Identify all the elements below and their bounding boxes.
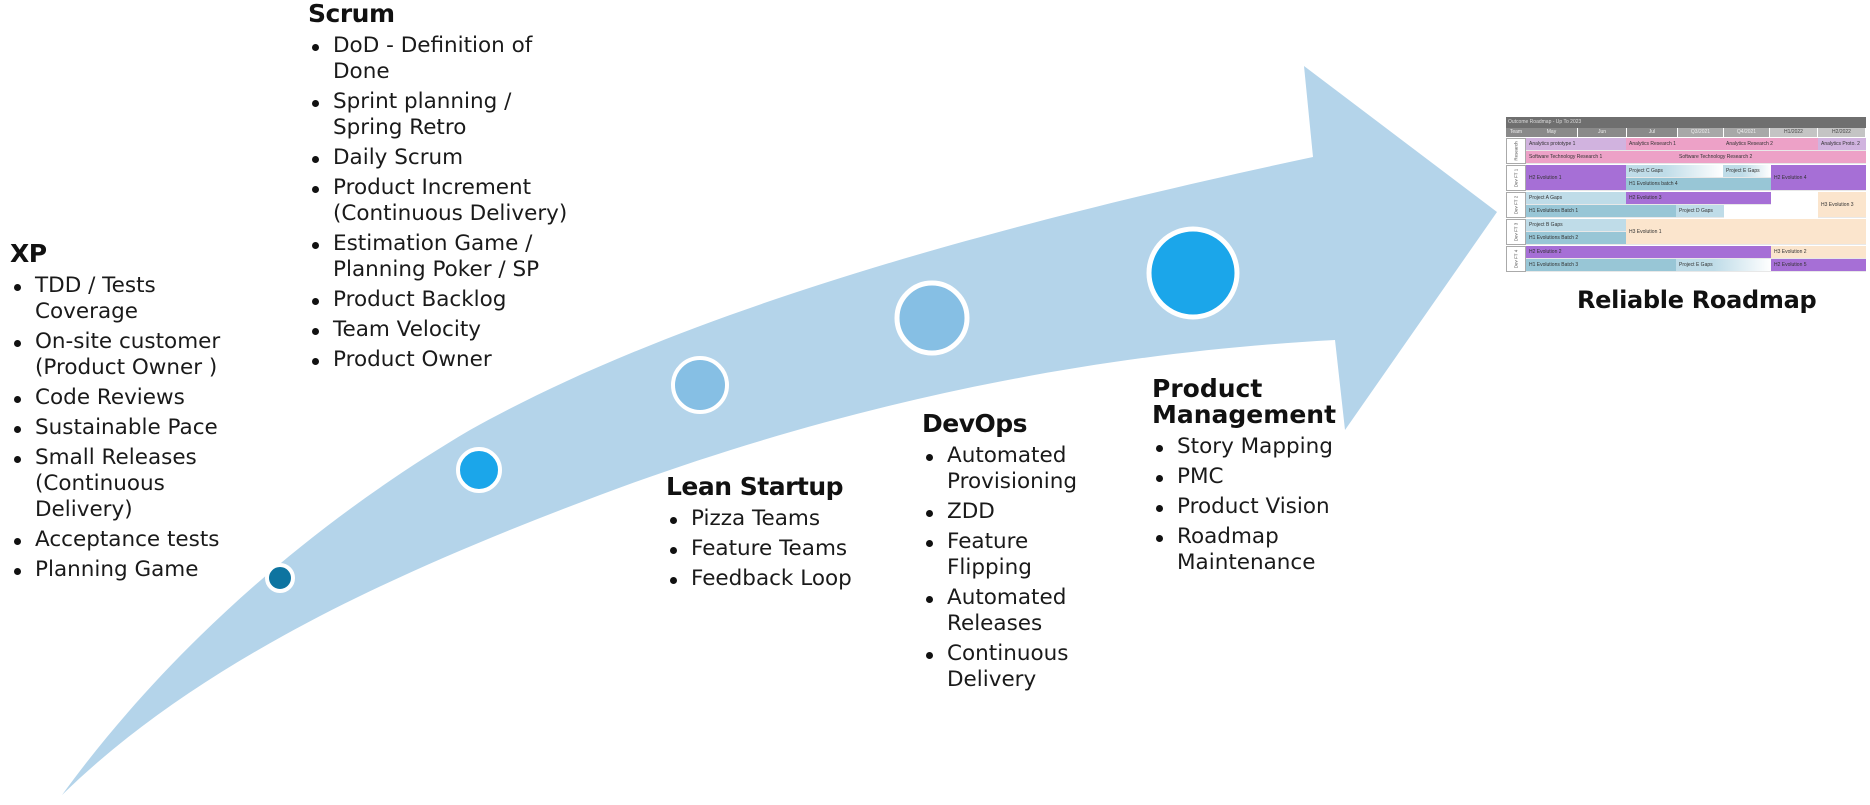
list-item: Feature Teams [666, 536, 906, 562]
roadmap-team-row-label: Dev FT 3 [1506, 219, 1526, 245]
roadmap-cell: H2 Evolution 5 [1771, 259, 1866, 272]
roadmap-cell: H1 Evolutions Batch 2 [1526, 232, 1626, 245]
roadmap-cell: H3 Evolution 1 [1626, 219, 1866, 245]
roadmap-cell: H2 Evolution 3 [1626, 192, 1771, 205]
roadmap-column-header: Jun [1578, 128, 1626, 137]
roadmap-cell: Project E Gaps [1723, 165, 1771, 178]
milestone-4-circle [894, 280, 970, 356]
list-item: Small Releases (Continuous Delivery) [10, 445, 230, 523]
roadmap-caption: Reliable Roadmap [1577, 286, 1817, 314]
roadmap-cell: H1 Evolutions Batch 3 [1526, 259, 1676, 272]
roadmap-column-header: May [1526, 128, 1577, 137]
roadmap-cell: H1 Evolutions batch 4 [1626, 178, 1771, 191]
roadmap-team-name: Dev FT 1 [1513, 168, 1519, 188]
roadmap-column-header: Q3/2021 [1678, 128, 1723, 137]
roadmap-cell: H1 Evolutions Batch 1 [1526, 205, 1676, 218]
list-item: Code Reviews [10, 385, 230, 411]
roadmap-team-row-label: Research [1506, 138, 1526, 164]
stage-title: Scrum [308, 0, 395, 28]
roadmap-column-header: Jul [1627, 128, 1677, 137]
roadmap-cell: Project B Gaps [1526, 219, 1626, 232]
roadmap-cell: Software Technology Research 2 [1676, 151, 1866, 164]
stage-title: Lean Startup [666, 472, 844, 501]
list-item: Story Mapping [1152, 434, 1352, 460]
milestone-2-circle [456, 447, 502, 493]
roadmap-team-header: Team [1506, 128, 1526, 137]
milestone-1-circle [265, 563, 295, 593]
list-item: Acceptance tests [10, 527, 230, 553]
list-item: Estimation Game / Planning Poker / SP [308, 231, 578, 283]
roadmap-team-row-label: Dev FT 4 [1506, 246, 1526, 272]
roadmap-column-header: Q4/2021 [1724, 128, 1769, 137]
list-item: TDD / Tests Coverage [10, 273, 230, 325]
roadmap-cell: H2 Evolution 4 [1771, 165, 1866, 191]
list-item: Roadmap Maintenance [1152, 524, 1352, 576]
roadmap-cell: Analytics Research 1 [1626, 138, 1723, 151]
roadmap-cell: Analytics Proto. 2 [1818, 138, 1866, 151]
roadmap-cell: Project D Gaps [1676, 205, 1724, 218]
roadmap-team-name: Dev FT 2 [1513, 195, 1519, 215]
roadmap-team-row-label: Dev FT 2 [1506, 192, 1526, 218]
list-item: Continuous Delivery [922, 641, 1102, 693]
roadmap-cell: Project A Gaps [1526, 192, 1626, 205]
curved-arrow [62, 66, 1497, 795]
roadmap-cell: H3 Evolution 2 [1771, 246, 1866, 259]
list-item: PMC [1152, 464, 1352, 490]
list-item: Feedback Loop [666, 566, 906, 592]
list-item: Team Velocity [308, 317, 578, 343]
list-item: On-site customer (Product Owner ) [10, 329, 230, 381]
stage-title: Product Management [1152, 374, 1337, 429]
roadmap-cell: H2 Evolution 1 [1526, 165, 1626, 191]
list-item: Sprint planning / Spring Retro [308, 89, 578, 141]
roadmap-team-row-label: Dev FT 1 [1506, 165, 1526, 191]
milestone-5-circle [1146, 226, 1240, 320]
roadmap-column-header: H2/2022 [1818, 128, 1865, 137]
roadmap-cell: H3 Evolution 3 [1818, 192, 1866, 218]
roadmap-cell: Project E Gaps [1676, 259, 1771, 272]
list-item: Feature Flipping [922, 529, 1102, 581]
milestone-3-circle [671, 356, 729, 414]
roadmap-title: Outcome Roadmap - Up To 2023 [1506, 117, 1866, 128]
roadmap-team-name: Dev FT 4 [1513, 249, 1519, 269]
roadmap-cell: H2 Evolution 2 [1526, 246, 1771, 259]
list-item: Planning Game [10, 557, 230, 583]
roadmap-cell: Analytics Research 2 [1723, 138, 1818, 151]
list-item: Pizza Teams [666, 506, 906, 532]
roadmap-cell: Software Technology Research 1 [1526, 151, 1676, 164]
roadmap-column-header: H1/2022 [1770, 128, 1817, 137]
list-item: Automated Provisioning [922, 443, 1102, 495]
stage-title: DevOps [922, 409, 1028, 438]
roadmap-cell: Analytics prototype 1 [1526, 138, 1626, 151]
list-item: Daily Scrum [308, 145, 578, 171]
list-item: Product Owner [308, 347, 578, 373]
stage-title: XP [10, 239, 47, 268]
roadmap-team-name: Dev FT 3 [1513, 222, 1519, 242]
list-item: Sustainable Pace [10, 415, 230, 441]
list-item: Automated Releases [922, 585, 1102, 637]
list-item: DoD - Definition of Done [308, 33, 578, 85]
list-item: ZDD [922, 499, 1102, 525]
list-item: Product Increment (Continuous Delivery) [308, 175, 578, 227]
list-item: Product Vision [1152, 494, 1352, 520]
roadmap-team-name: Research [1513, 141, 1519, 161]
roadmap-cell: Project C Gaps [1626, 165, 1723, 178]
list-item: Product Backlog [308, 287, 578, 313]
